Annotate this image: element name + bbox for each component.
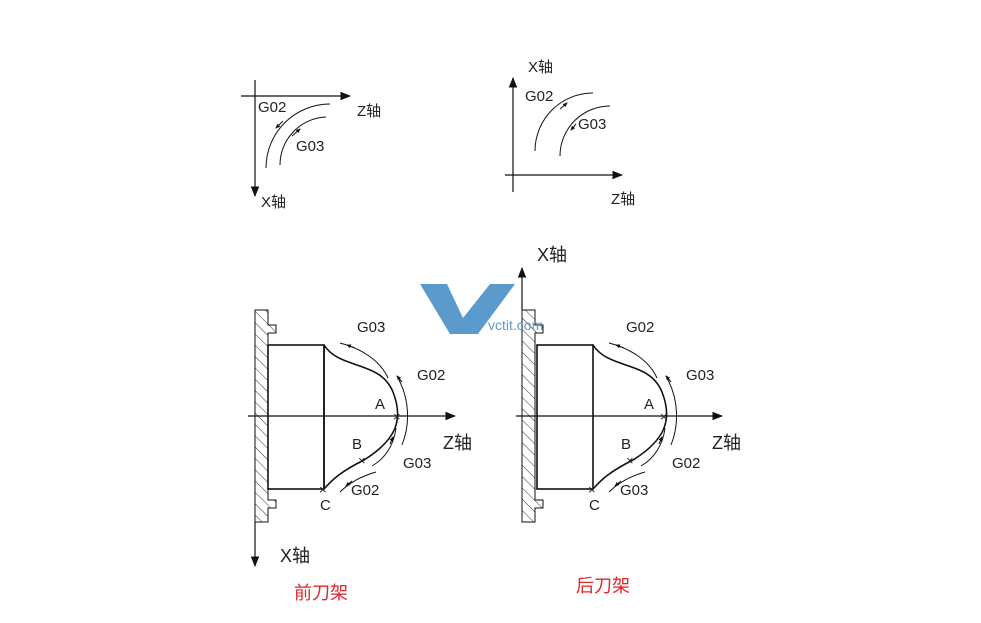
g03-arc (279, 116, 327, 166)
g03-bot-arc (371, 427, 397, 467)
x-axis-label: X轴 (280, 546, 310, 566)
part-body (536, 344, 594, 490)
g02-mid-label: G02 (417, 367, 445, 384)
point-a-label: A (644, 396, 654, 413)
z-axis-label: Z轴 (443, 433, 472, 453)
g02-arc-arrow (559, 102, 568, 110)
watermark-text: vctit.com (488, 317, 543, 333)
g03-bot-label: G03 (403, 455, 431, 472)
x-axis-label: X轴 (261, 194, 286, 211)
top-left-diagram: G02 G03 Z轴 X轴 (241, 80, 381, 211)
g02-mid-arrow (396, 375, 403, 383)
g02-arc-arrow (275, 120, 284, 129)
g02-top-arrow (615, 344, 625, 349)
g02-arc (265, 103, 331, 169)
point-a-marker: × (393, 409, 401, 424)
watermark-logo: vctit.com (420, 284, 543, 334)
front-caption: 前刀架 (294, 583, 348, 603)
g03-label: G03 (296, 138, 324, 155)
point-b-marker: × (358, 453, 366, 468)
g02-top-arc (608, 342, 658, 379)
g03-bot-arrow (389, 436, 394, 445)
g02-top-label: G02 (626, 319, 654, 336)
g02-arc (534, 92, 594, 152)
watermark-v-icon (420, 284, 515, 334)
x-axis-label: X轴 (537, 245, 567, 265)
g02-label: G02 (258, 99, 286, 116)
g03-top-label: G03 (357, 319, 385, 336)
point-b-label: B (352, 436, 362, 453)
point-a-marker: × (660, 409, 668, 424)
top-right-diagram: X轴 G02 G03 Z轴 (505, 59, 635, 208)
g03-mid-arrow (665, 375, 672, 383)
g03-label: G03 (578, 116, 606, 133)
g02-label: G02 (525, 88, 553, 105)
point-b-label: B (621, 436, 631, 453)
point-b-marker: × (626, 453, 634, 468)
g03-bot-arrow (614, 480, 622, 487)
g03-mid-arc (666, 377, 678, 446)
g03-arc-arrow (570, 123, 577, 131)
z-axis-label: Z轴 (611, 191, 635, 208)
g02-bot-label: G02 (672, 455, 700, 472)
g02-bot-arrow (345, 480, 353, 487)
point-c-marker: × (588, 482, 596, 497)
g03-bot-label: G03 (620, 482, 648, 499)
z-axis-label: Z轴 (712, 433, 741, 453)
part-body (267, 344, 325, 490)
g03-arc-arrow (291, 128, 301, 137)
g02-bot-label: G02 (351, 482, 379, 499)
g02-bot-arc (640, 427, 666, 467)
point-c-marker: × (319, 482, 327, 497)
g02-bot-arrow (658, 436, 663, 445)
g03-bot-arc (608, 471, 646, 493)
g03-top-arc (339, 342, 389, 379)
point-c-label: C (320, 497, 331, 514)
g03-top-arrow (346, 344, 356, 349)
g03-mid-label: G03 (686, 367, 714, 384)
g02-mid-arc (397, 377, 409, 446)
g02-bot-arc (339, 471, 377, 493)
rear-tool-post-diagram: × × × A B C G02 G03 G02 G03 Z轴 X轴 后刀架 (516, 245, 741, 596)
rear-caption: 后刀架 (576, 576, 630, 596)
part-profile (592, 344, 668, 490)
point-c-label: C (589, 497, 600, 514)
z-axis-label: Z轴 (357, 103, 381, 120)
front-tool-post-diagram: × × × A B C G03 G02 G03 G02 Z轴 X轴 前刀架 (248, 309, 472, 603)
point-a-label: A (375, 396, 385, 413)
g03-arc (559, 105, 611, 157)
x-axis-label: X轴 (528, 59, 553, 76)
part-profile (323, 344, 399, 490)
